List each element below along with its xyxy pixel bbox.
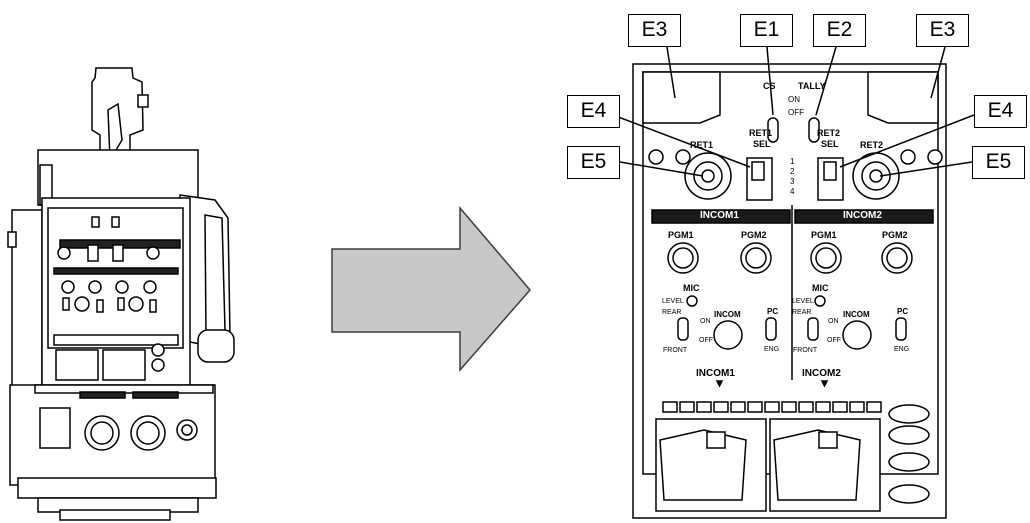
pc-label-right: PC xyxy=(897,307,909,316)
mic-label-left: MIC xyxy=(683,283,700,293)
pgm1-label-left: PGM1 xyxy=(668,230,694,240)
sel-position-3: 3 xyxy=(790,177,795,186)
ret1-knob-label: RET1 xyxy=(690,140,714,150)
incom-label-right: INCOM xyxy=(843,310,870,319)
off-small-left: OFF xyxy=(699,337,713,344)
incom1-header: INCOM1 xyxy=(700,210,739,221)
callout-e5-left: E5 xyxy=(567,146,620,179)
arrow-right-icon xyxy=(331,205,531,372)
callout-e3-right: E3 xyxy=(916,14,969,47)
callout-e4-left: E4 xyxy=(567,95,620,128)
ret1-sel-label: RET1 xyxy=(749,128,773,138)
mic-label-right: MIC xyxy=(812,283,829,293)
on-small-right: ON xyxy=(828,318,839,325)
tally-label: TALLY xyxy=(798,81,826,91)
callout-e5-right: E5 xyxy=(972,146,1025,179)
level-label-left: LEVEL xyxy=(662,298,684,305)
cs-label: CS xyxy=(763,81,776,91)
off-small-right: OFF xyxy=(827,337,841,344)
control-panel-diagram xyxy=(612,46,975,519)
sel-position-4: 4 xyxy=(790,187,795,196)
on-small-left: ON xyxy=(700,318,711,325)
on-label: ON xyxy=(788,95,800,104)
front-label-left: FRONT xyxy=(663,347,688,354)
sel-position-1: 1 xyxy=(790,157,795,166)
rear-label-left: REAR xyxy=(662,309,682,316)
camera-illustration xyxy=(7,67,235,521)
ret2-sel-suffix: SEL xyxy=(821,139,839,149)
rear-label-right: REAR xyxy=(792,309,812,316)
ret2-knob-label: RET2 xyxy=(860,140,884,150)
callout-e2: E2 xyxy=(813,14,866,47)
ret2-sel-label: RET2 xyxy=(817,128,841,138)
eng-label-left: ENG xyxy=(764,346,780,353)
level-label-right: LEVEL xyxy=(792,298,814,305)
pgm2-label-right: PGM2 xyxy=(882,230,908,240)
pgm1-label-right: PGM1 xyxy=(811,230,837,240)
eng-label-right: ENG xyxy=(894,346,910,353)
incom1-bottom-label: INCOM1 xyxy=(696,368,735,379)
off-label: OFF xyxy=(788,108,804,117)
ret1-sel-suffix: SEL xyxy=(753,139,771,149)
pc-label-left: PC xyxy=(767,307,779,316)
incom-label-left: INCOM xyxy=(714,310,741,319)
callout-e3-left: E3 xyxy=(628,14,681,47)
sel-position-2: 2 xyxy=(790,167,795,176)
incom2-bottom-label: INCOM2 xyxy=(802,368,841,379)
callout-e1: E1 xyxy=(740,14,793,47)
pgm2-label-left: PGM2 xyxy=(741,230,767,240)
callout-e4-right: E4 xyxy=(974,95,1027,128)
incom2-header: INCOM2 xyxy=(843,210,882,221)
front-label-right: FRONT xyxy=(793,347,818,354)
